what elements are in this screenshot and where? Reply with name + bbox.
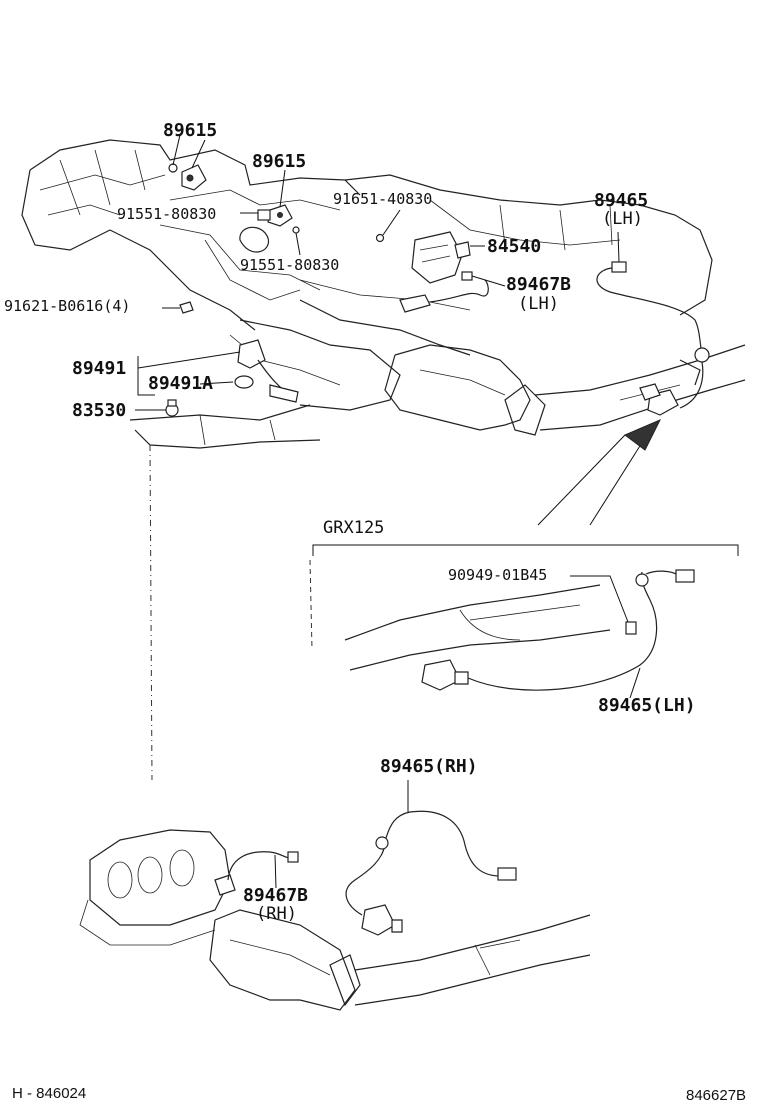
gasket-89491-group bbox=[137, 339, 299, 403]
label-90949: 90949-01B45 bbox=[448, 566, 548, 584]
vsv-bracket-84540 bbox=[411, 231, 485, 284]
label-91651: 91651-40830 bbox=[333, 190, 433, 208]
air-fuel-sensor-89467b-rh bbox=[214, 851, 299, 896]
label-89467b-rh: 89467B bbox=[243, 885, 309, 906]
label-89465-lh-mid: 89465(LH) bbox=[598, 695, 696, 716]
label-89615-a: 89615 bbox=[163, 120, 218, 141]
label-89615-b: 89615 bbox=[252, 151, 307, 172]
cam-sensor-89615-b bbox=[240, 169, 301, 256]
oxygen-sensor-89465-rh bbox=[345, 780, 517, 936]
label-89465-lh-top-side: (LH) bbox=[602, 209, 643, 229]
footer-right-code: 846627B bbox=[686, 1087, 747, 1104]
exhaust-manifold-rh bbox=[79, 829, 231, 946]
label-89467b-lh: 89467B bbox=[506, 274, 572, 295]
label-grx125: GRX125 bbox=[323, 518, 385, 538]
label-89467b-rh-side: (RH) bbox=[256, 904, 297, 924]
oxygen-sensor-89465-lh-top bbox=[596, 231, 710, 416]
lower-pipe-upper-section bbox=[129, 404, 321, 449]
label-89465-rh: 89465(RH) bbox=[380, 756, 478, 777]
footer-left-code: H - 846024 bbox=[12, 1085, 87, 1102]
grx125-exhaust-pipe bbox=[344, 584, 611, 671]
bolt-91651 bbox=[375, 209, 401, 243]
detail-arrow bbox=[537, 419, 662, 526]
transmission-outline bbox=[229, 174, 713, 411]
grx125-oxygen-sensor bbox=[421, 569, 695, 699]
air-fuel-sensor-89467b-lh bbox=[399, 271, 506, 313]
switch-83530 bbox=[135, 399, 179, 417]
label-89465-lh-top: 89465 bbox=[594, 190, 649, 211]
label-91551-b: 91551-80830 bbox=[240, 256, 340, 274]
catalytic-converter-lh bbox=[384, 344, 546, 436]
crank-sensor-89615-a bbox=[168, 134, 207, 191]
label-89467b-lh-side: (LH) bbox=[518, 294, 559, 314]
dashed-center-line bbox=[149, 444, 313, 781]
label-91551-a: 91551-80830 bbox=[117, 205, 217, 223]
exhaust-pipe-lower bbox=[354, 914, 591, 1006]
bolt-91621 bbox=[162, 301, 194, 314]
catalytic-converter-rh bbox=[209, 909, 361, 1011]
label-83530: 83530 bbox=[72, 400, 127, 421]
label-91621: 91621-B0616(4) bbox=[4, 297, 131, 315]
label-84540: 84540 bbox=[487, 236, 542, 257]
label-89491a: 89491A bbox=[148, 373, 214, 394]
label-89491: 89491 bbox=[72, 358, 127, 379]
grx125-bracket-line bbox=[312, 544, 739, 556]
